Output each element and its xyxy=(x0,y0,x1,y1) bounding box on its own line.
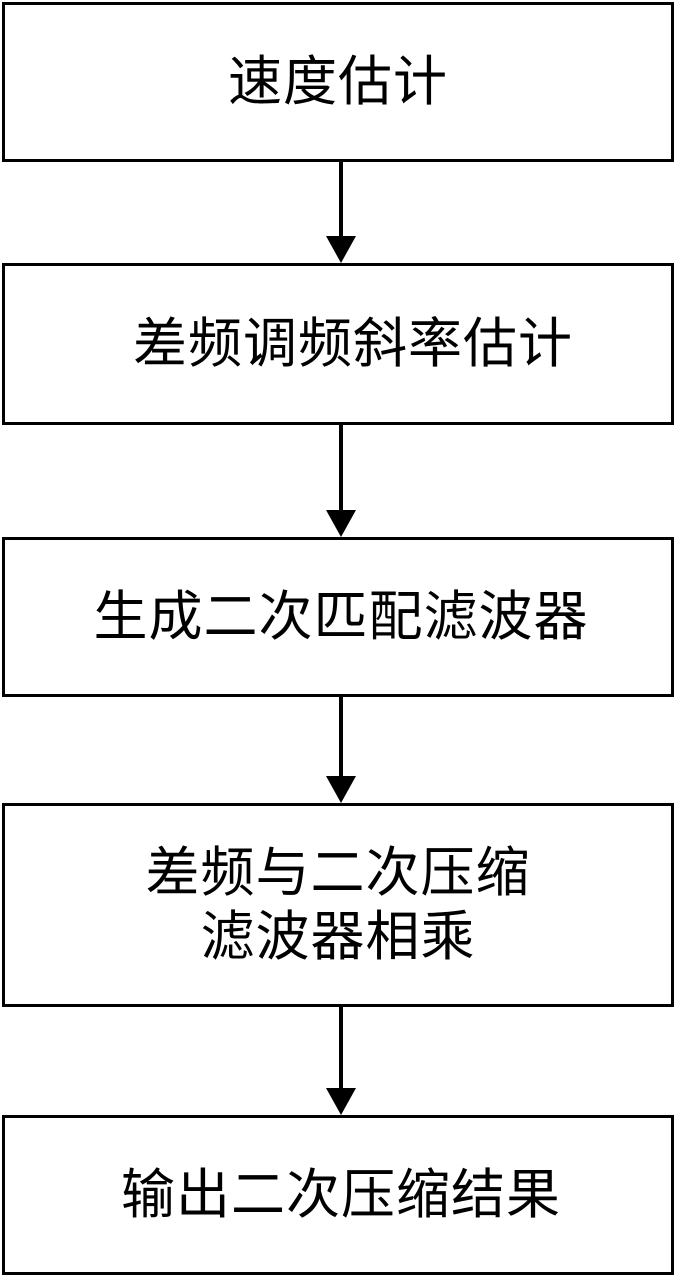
step-box-multiply-filter: 差频与二次压缩 滤波器相乘 xyxy=(2,803,674,1007)
step-box-chirp-rate-estimation: 差频调频斜率估计 xyxy=(2,263,674,425)
arrow-4-to-5 xyxy=(326,1007,356,1115)
step-box-output-result: 输出二次压缩结果 xyxy=(2,1115,674,1275)
step-label: 输出二次压缩结果 xyxy=(121,1163,561,1226)
arrow-head xyxy=(326,776,356,803)
arrow-head xyxy=(326,236,356,263)
step-label-line-1: 差频与二次压缩 xyxy=(145,841,531,904)
step-label-line-2: 滤波器相乘 xyxy=(200,905,476,968)
arrow-2-to-3 xyxy=(326,425,356,537)
arrow-head xyxy=(326,510,356,537)
step-box-velocity-estimation: 速度估计 xyxy=(2,2,674,162)
step-box-generate-matched-filter: 生成二次匹配滤波器 xyxy=(2,537,674,697)
arrow-1-to-2 xyxy=(326,162,356,263)
step-label: 生成二次匹配滤波器 xyxy=(93,585,589,648)
arrow-head xyxy=(326,1088,356,1115)
arrow-3-to-4 xyxy=(326,697,356,803)
step-label: 速度估计 xyxy=(228,50,448,113)
step-label: 差频调频斜率估计 xyxy=(133,312,573,375)
